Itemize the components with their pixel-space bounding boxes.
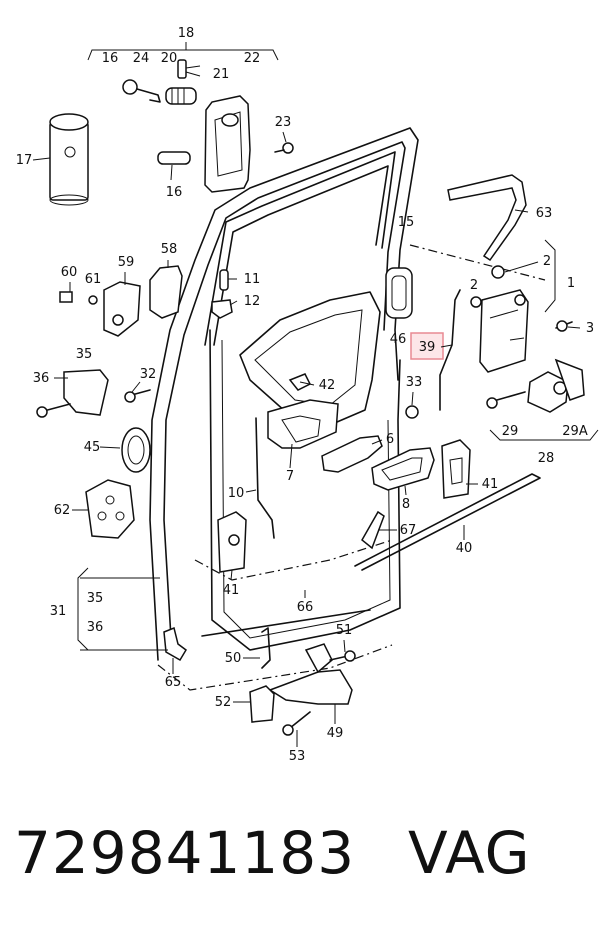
callout-10: 10 [228, 486, 245, 501]
handle-6 [321, 435, 383, 473]
brand-name: VAG [408, 819, 531, 887]
callout-2: 2 [543, 254, 551, 269]
callout-33: 33 [406, 375, 423, 390]
callout-7: 7 [286, 469, 294, 484]
clips-11-12 [211, 269, 233, 319]
callout-66: 66 [297, 600, 314, 615]
callout-62: 62 [54, 503, 71, 518]
callout-8: 8 [402, 497, 410, 512]
highlight-box-39 [410, 332, 444, 360]
bracket-52 [249, 685, 275, 723]
grommet-33 [405, 405, 419, 419]
callout-39: 39 [419, 340, 436, 355]
callout-12: 12 [244, 294, 261, 309]
callout-41: 41 [482, 477, 499, 492]
callout-35: 35 [87, 591, 104, 606]
callout-24: 24 [133, 51, 150, 66]
callout-32: 32 [140, 367, 157, 382]
bolt-51 [329, 650, 356, 662]
callout-3: 3 [586, 321, 594, 336]
grommet-45 [121, 427, 151, 473]
exploded-parts-diagram: 18 16 24 20 22 21 23 17 16 15 63 58 59 6… [16, 26, 599, 764]
bolt-53 [282, 711, 311, 736]
striker-28 [486, 358, 599, 441]
strip-66 [201, 609, 371, 637]
callout-40: 40 [456, 541, 473, 556]
lubricant-can-17 [49, 113, 89, 206]
bracket-41a [441, 439, 471, 499]
callout-11: 11 [244, 272, 261, 287]
inner-handle-7 [267, 373, 339, 449]
seal-65 [163, 626, 187, 662]
rod-50 [261, 627, 271, 669]
callout-46: 46 [390, 332, 407, 347]
hinge-parts [59, 265, 183, 337]
callout-15: 15 [398, 215, 415, 230]
lock-assembly-1 [470, 239, 573, 373]
callout-65: 65 [165, 675, 182, 690]
door-frame [149, 127, 546, 691]
callout-49: 49 [327, 726, 344, 741]
lock-group-18 [87, 42, 294, 193]
window-seal-63 [447, 174, 527, 262]
callout-23: 23 [275, 115, 292, 130]
callout-41: 41 [223, 583, 240, 598]
callout-67: 67 [400, 523, 417, 538]
check-strap-49 [268, 643, 353, 705]
callout-labels: 18 16 24 20 22 21 23 17 16 15 63 58 59 6… [16, 26, 594, 764]
callout-17: 17 [16, 153, 33, 168]
bezel-8 [371, 447, 435, 491]
rod-10 [255, 417, 275, 539]
grommet-46 [385, 267, 413, 319]
callout-6: 6 [386, 432, 394, 447]
footer: 729841183 VAG [0, 808, 600, 908]
callout-58: 58 [161, 242, 178, 257]
callout-63: 63 [536, 206, 553, 221]
callout-20: 20 [161, 51, 178, 66]
bracket-41b [217, 511, 247, 573]
callout-42: 42 [319, 378, 336, 393]
callout-16: 16 [102, 51, 119, 66]
callout-52: 52 [215, 695, 232, 710]
callout-61: 61 [85, 272, 102, 287]
part-number: 729841183 [14, 819, 356, 887]
callout-29A: 29A [562, 424, 588, 439]
callout-21: 21 [213, 67, 230, 82]
door-check-35 [36, 369, 151, 418]
leader-lines [32, 131, 581, 747]
callout-60: 60 [61, 265, 78, 280]
callout-36: 36 [33, 371, 50, 386]
callout-2: 2 [470, 278, 478, 293]
callout-45: 45 [84, 440, 101, 455]
callout-29: 29 [502, 424, 519, 439]
cover-67 [361, 510, 385, 550]
pad-62 [85, 479, 135, 539]
callout-53: 53 [289, 749, 306, 764]
callout-22: 22 [244, 51, 261, 66]
callout-28: 28 [538, 451, 555, 466]
callout-16: 16 [166, 185, 183, 200]
callout-36: 36 [87, 620, 104, 635]
callout-35: 35 [76, 347, 93, 362]
callout-51: 51 [336, 623, 353, 638]
group-bracket-31 [77, 567, 89, 651]
callout-31: 31 [50, 604, 67, 619]
callout-1: 1 [567, 276, 575, 291]
callout-59: 59 [118, 255, 135, 270]
callout-50: 50 [225, 651, 242, 666]
callout-18: 18 [178, 26, 195, 41]
rod-40 [354, 473, 541, 571]
